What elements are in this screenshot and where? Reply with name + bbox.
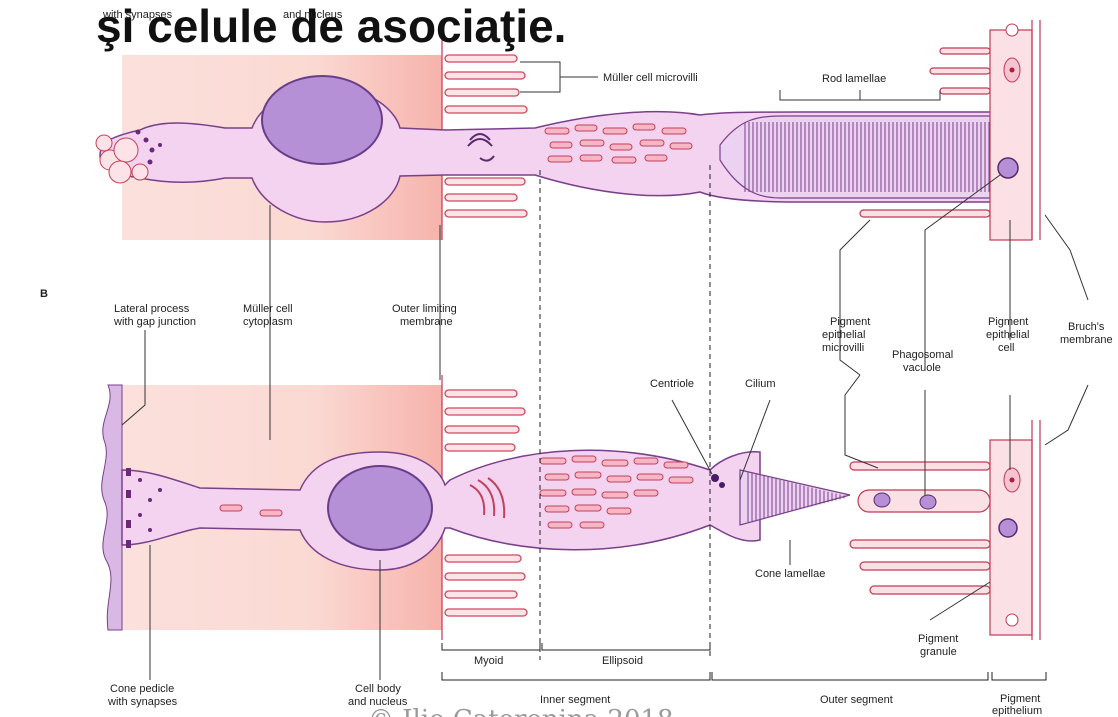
cone-cell-panel [102, 375, 1040, 640]
copyright-watermark: © Ilie Caterenina 2018 [368, 705, 674, 717]
rod-cell-panel [96, 20, 1040, 240]
rod-nucleus [262, 76, 382, 164]
label-ellipsoid: Ellipsoid [602, 655, 643, 667]
slide-title: şi celule de asociaţie. [96, 0, 566, 52]
rod-lamellae [720, 116, 990, 198]
label-outer-segment: Outer segment [820, 694, 893, 706]
label-pigment-granule: Pigment granule [918, 633, 961, 658]
label-pigment-cell: Pigment epithelial cell [986, 316, 1032, 354]
label-pigment-microvilli: Pigment epithelial microvilli [822, 316, 873, 354]
label-rod-lamellae: Rod lamellae [822, 73, 886, 85]
label-cone-lamellae: Cone lamellae [755, 568, 825, 580]
lateral-process [102, 385, 122, 630]
label-outer-limiting: Outer limiting membrane [392, 303, 460, 328]
label-cone-pedicle: Cone pedicle with synapses [107, 683, 178, 708]
label-pedicle-partial: with synapses [102, 9, 173, 21]
cone-outer-segment [740, 470, 850, 525]
label-muller-microvilli: Müller cell microvilli [603, 72, 698, 84]
label-pigment-epithelium: Pigment epithelium [992, 693, 1043, 717]
label-myoid: Myoid [474, 655, 503, 667]
cone-nucleus [328, 466, 432, 550]
pigment-epithelium-bottom [850, 420, 1040, 640]
label-muller-cytoplasm: Müller cell cytoplasm [243, 303, 296, 328]
label-body-partial: and nucleus [283, 9, 343, 21]
label-cilium: Cilium [745, 378, 776, 390]
panel-label: B [40, 288, 48, 300]
label-bruchs: Bruch's membrane [1060, 321, 1113, 346]
label-phagosomal: Phagosomal vacuole [892, 349, 956, 374]
label-lateral-process: Lateral process with gap junction [113, 303, 196, 328]
label-centriole: Centriole [650, 378, 694, 390]
